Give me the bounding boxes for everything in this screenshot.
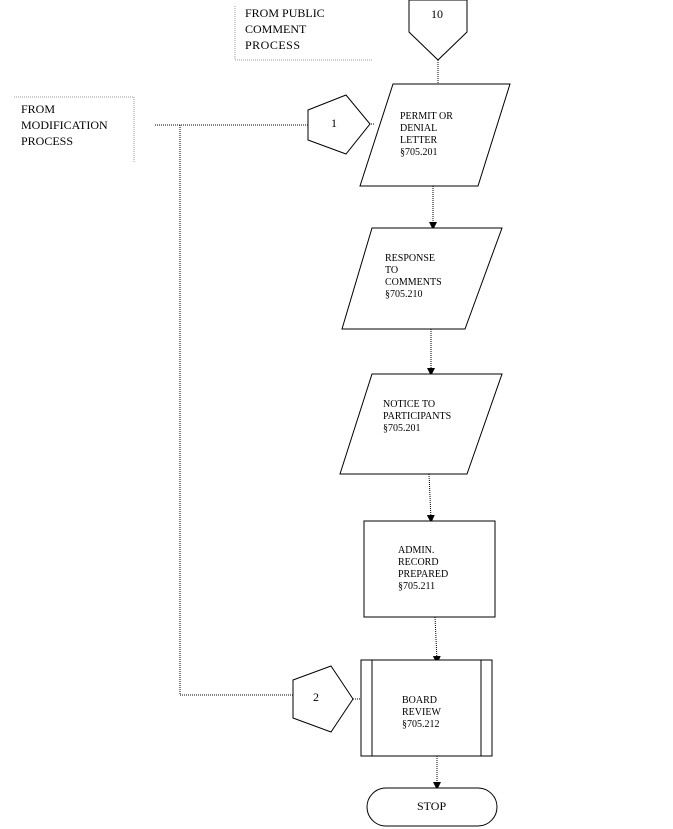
admin-record-shape xyxy=(363,520,496,618)
board-review-shape xyxy=(360,659,493,757)
flow-lines xyxy=(155,60,439,700)
board-review-label: BOARD REVIEW §705.212 xyxy=(402,695,441,730)
response-comments-shape xyxy=(341,227,503,330)
connector-2-shape xyxy=(292,665,354,733)
response-comments-label: RESPONSE TO COMMENTS §705.210 xyxy=(385,253,442,300)
public-comment-source-label: FROM PUBLIC COMMENT PROCESS xyxy=(245,6,325,52)
stop-terminal-label: STOP xyxy=(417,799,447,813)
connector-2-label: 2 xyxy=(313,690,319,704)
permit-letter-shape xyxy=(359,83,511,187)
notice-participants-label: NOTICE TO PARTICIPANTS §705.201 xyxy=(383,399,452,434)
permit-letter-label: PERMIT OR DENIAL LETTER §705.201 xyxy=(400,111,453,158)
connector-10-label: 10 xyxy=(431,7,443,21)
modification-source-label: FROM MODIFICATION PROCESS xyxy=(21,102,108,148)
admin-record-label: ADMIN. RECORD PREPARED §705.211 xyxy=(398,545,449,592)
connector-1-shape xyxy=(307,94,371,155)
modification-note-border xyxy=(14,96,135,162)
connector-10-shape xyxy=(408,0,468,61)
notice-participants-shape xyxy=(339,373,503,475)
public-comment-note-border xyxy=(234,6,372,61)
arrows xyxy=(426,186,441,790)
connector-1-label: 1 xyxy=(331,116,337,130)
stop-terminal-shape xyxy=(366,787,498,827)
